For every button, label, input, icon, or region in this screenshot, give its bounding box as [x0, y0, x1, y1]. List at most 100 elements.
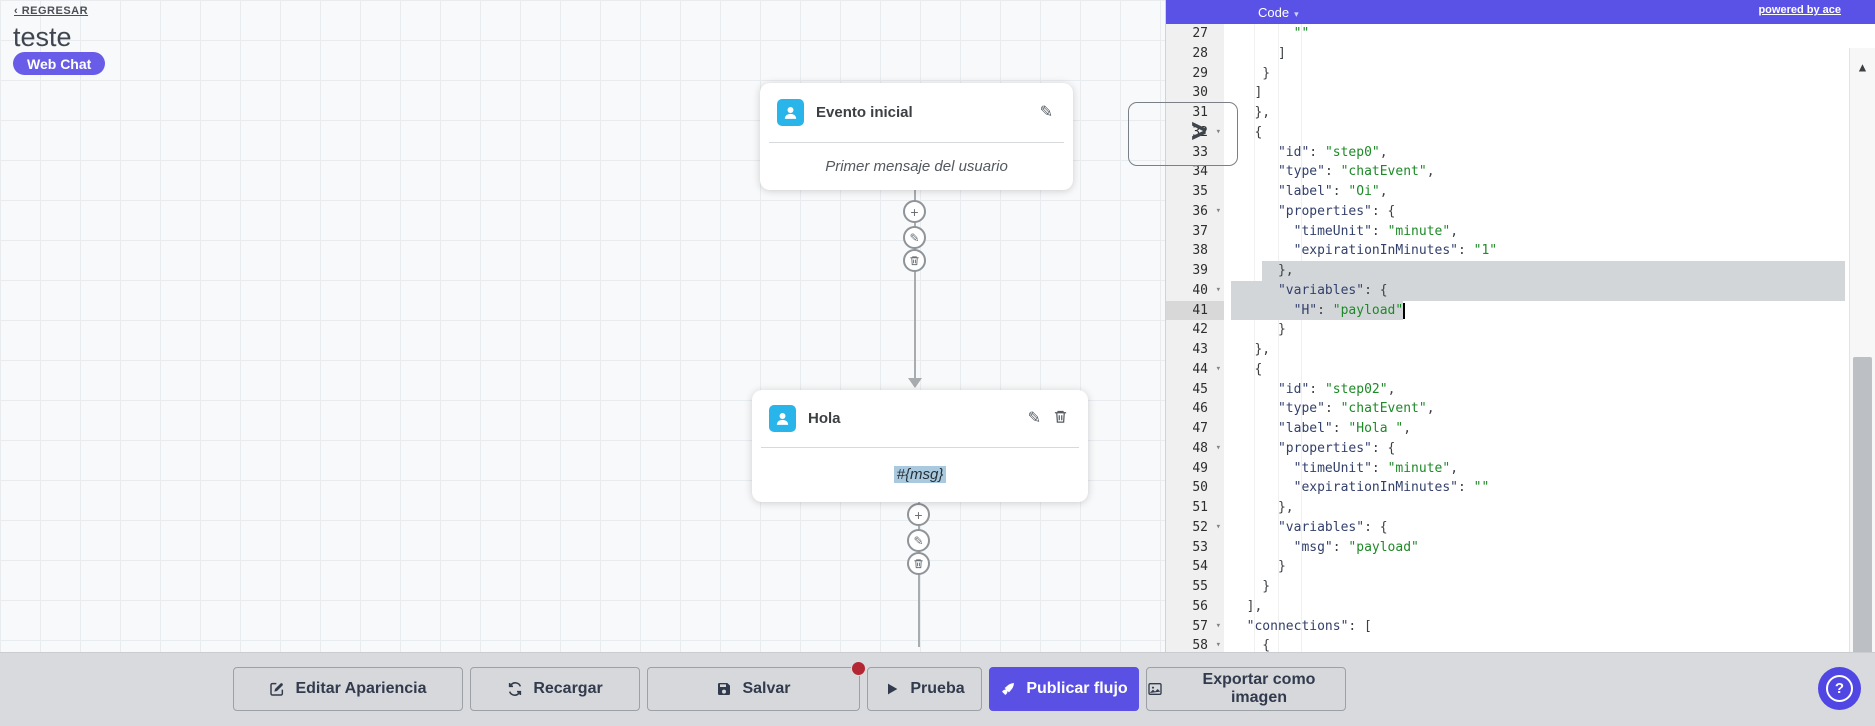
help-button[interactable]: ? — [1818, 667, 1861, 710]
code-line[interactable]: "timeUnit": "minute", — [1293, 460, 1459, 476]
rocket-icon — [1000, 681, 1016, 697]
fold-toggle-icon[interactable]: ▾ — [1215, 442, 1221, 453]
button-label: Prueba — [910, 680, 965, 697]
back-link[interactable]: ‹ REGRESAR — [14, 5, 89, 17]
fold-toggle-icon[interactable]: ▾ — [1215, 205, 1221, 216]
code-line[interactable]: "properties": { — [1277, 440, 1396, 456]
line-number: 33 — [1192, 144, 1208, 160]
code-line[interactable]: "id": "step0", — [1277, 144, 1388, 160]
fold-toggle-icon[interactable]: ▾ — [1215, 640, 1221, 651]
code-line[interactable]: "" — [1293, 26, 1310, 41]
code-line[interactable]: } — [1231, 559, 1286, 575]
code-line[interactable]: }, — [1231, 500, 1294, 515]
code-line[interactable]: "type": "chatEvent", — [1277, 401, 1435, 417]
connector-arrowhead-icon — [908, 378, 922, 388]
editar-apariencia-button[interactable]: Editar Apariencia — [233, 667, 463, 711]
editor-code-area[interactable]: "" ] } ] }, { "id": "step0", "type": "ch… — [1224, 24, 1849, 652]
code-line[interactable]: ] — [1231, 85, 1263, 101]
edit-connection-button[interactable]: ✎ — [903, 226, 926, 249]
edit-connection-button[interactable]: ✎ — [907, 529, 930, 552]
code-line[interactable]: "timeUnit": "minute", — [1293, 223, 1459, 239]
code-line[interactable]: "connections": [ — [1246, 618, 1372, 634]
code-line[interactable]: }, — [1231, 342, 1271, 357]
code-line[interactable]: "msg": "payload" — [1293, 539, 1419, 555]
line-number: 38 — [1192, 243, 1208, 259]
node-divider — [769, 142, 1064, 143]
edit-node-button[interactable]: ✎ — [1040, 104, 1053, 121]
fold-toggle-icon[interactable]: ▾ — [1215, 363, 1221, 374]
line-number: 53 — [1192, 539, 1208, 555]
fold-toggle-icon[interactable]: ▾ — [1215, 126, 1221, 137]
node-body-text: Primer mensaje del usuario — [825, 157, 1008, 175]
code-line[interactable]: }, — [1231, 105, 1271, 120]
scroll-up-arrow-icon[interactable]: ▲ — [1858, 60, 1867, 74]
flow-node-hola[interactable]: Hola ✎ #{msg} — [752, 390, 1088, 502]
line-number: 48▾ — [1166, 439, 1224, 459]
code-line[interactable]: "label": "Oi", — [1277, 184, 1388, 199]
plus-icon: + — [910, 203, 919, 220]
code-line[interactable]: { — [1231, 361, 1263, 377]
scrollbar-thumb[interactable] — [1853, 357, 1872, 652]
line-number: 36▾ — [1166, 202, 1224, 222]
button-label: Recargar — [533, 680, 603, 697]
editor-mode-select[interactable]: Code▾ — [1258, 5, 1299, 20]
powered-by-ace-link[interactable]: powered by ace — [1758, 4, 1841, 16]
code-line[interactable]: "expirationInMinutes": "" — [1293, 480, 1490, 496]
code-panel-toggle-button[interactable]: > — [1128, 102, 1238, 166]
code-line[interactable]: ], — [1231, 598, 1263, 614]
line-number: 44▾ — [1166, 360, 1224, 380]
code-line[interactable]: "id": "step02", — [1277, 381, 1396, 397]
line-number: 29 — [1192, 65, 1208, 81]
delete-node-button[interactable] — [1053, 409, 1068, 428]
trash-icon — [914, 559, 923, 569]
code-line[interactable]: "H": "payload" — [1224, 300, 1849, 321]
variable-chip: #{msg} — [893, 466, 947, 483]
code-line[interactable]: "type": "chatEvent", — [1277, 164, 1435, 180]
code-line[interactable]: { — [1231, 638, 1271, 652]
publicar-flujo-button[interactable]: Publicar flujo — [989, 667, 1139, 711]
delete-connection-button[interactable] — [903, 249, 926, 272]
code-line[interactable]: } — [1231, 322, 1286, 338]
unsaved-changes-dot — [851, 661, 866, 676]
line-number: 28 — [1192, 45, 1208, 61]
node-title: Hola — [808, 410, 841, 427]
code-line[interactable]: "expirationInMinutes": "1" — [1293, 243, 1498, 259]
code-line[interactable]: "variables": { — [1277, 519, 1388, 535]
delete-connection-button[interactable] — [907, 552, 930, 575]
button-label: Salvar — [742, 680, 791, 697]
line-number: 57▾ — [1166, 617, 1224, 637]
line-number: 42 — [1192, 322, 1208, 338]
code-line[interactable]: "properties": { — [1277, 203, 1396, 219]
line-number: 56 — [1192, 598, 1208, 614]
flow-node-evento-inicial[interactable]: Evento inicial ✎ Primer mensaje del usua… — [760, 83, 1073, 190]
prueba-button[interactable]: Prueba — [867, 667, 982, 711]
line-number: 30 — [1192, 85, 1208, 101]
add-step-button[interactable]: + — [903, 200, 926, 223]
salvar-button[interactable]: Salvar — [647, 661, 866, 711]
channel-badge: Web Chat — [13, 52, 106, 75]
line-number: 45 — [1192, 381, 1208, 397]
fold-toggle-icon[interactable]: ▾ — [1215, 284, 1221, 295]
code-line[interactable]: }, — [1224, 261, 1849, 281]
editor-scrollbar[interactable]: ▲ — [1849, 48, 1875, 652]
refresh-icon — [507, 681, 523, 697]
edit-node-button[interactable]: ✎ — [1027, 409, 1041, 427]
code-line[interactable]: ] — [1231, 45, 1286, 61]
code-line[interactable]: "variables": { — [1224, 280, 1849, 301]
button-label: Editar Apariencia — [295, 680, 427, 697]
code-line[interactable]: } — [1231, 65, 1271, 81]
fold-toggle-icon[interactable]: ▾ — [1215, 620, 1221, 631]
code-line[interactable]: } — [1231, 579, 1271, 594]
line-number: 35 — [1192, 184, 1208, 199]
add-step-button[interactable]: + — [907, 503, 930, 526]
exportar-como-imagen-button[interactable]: Exportar como imagen — [1146, 667, 1346, 711]
code-line[interactable]: "label": "Hola ", — [1277, 421, 1412, 436]
code-line[interactable]: { — [1231, 124, 1263, 140]
recargar-button[interactable]: Recargar — [470, 667, 640, 711]
editor-header: Code▾ powered by ace — [1166, 0, 1875, 24]
fold-toggle-icon[interactable]: ▾ — [1215, 521, 1221, 532]
pencil-icon: ✎ — [1027, 409, 1041, 427]
